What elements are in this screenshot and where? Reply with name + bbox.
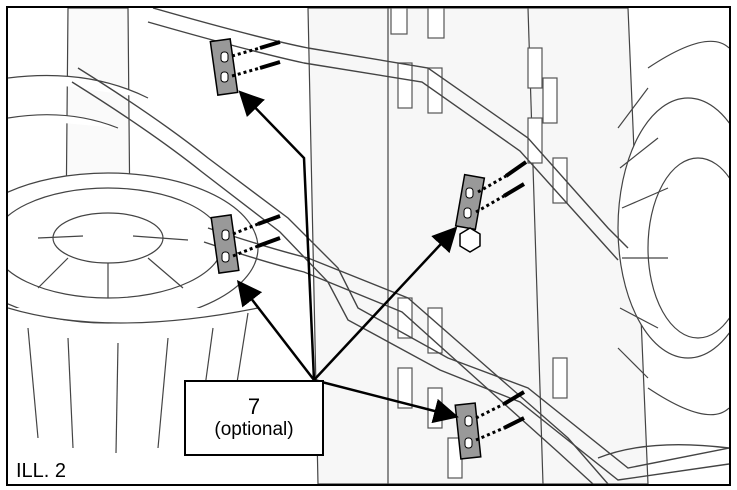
part-number: 7 [247,394,261,419]
part-note: (optional) [214,419,294,440]
nut-part [459,227,481,253]
fan-assembly [8,74,259,454]
bracket-top [209,38,281,96]
part-callout-box: 7 (optional) [184,380,324,456]
arrow-to-bottom-bracket [313,378,459,424]
figure-label: ILL. 2 [16,460,67,482]
assembly-drawing [8,8,729,484]
leader-arrows [236,90,459,424]
illustration-frame: 7 (optional) ILL. 2 [6,6,731,486]
bracket-middle-right [454,160,528,231]
coil-assembly [617,40,729,416]
tubing [71,8,729,484]
panel-slots [390,8,568,479]
arrow-to-middle-right-bracket [313,226,458,381]
bracket-bottom [454,390,526,460]
bracket-middle-left [210,214,281,274]
arrow-to-top-bracket [238,90,316,381]
arrow-to-middle-left-bracket [236,280,315,381]
